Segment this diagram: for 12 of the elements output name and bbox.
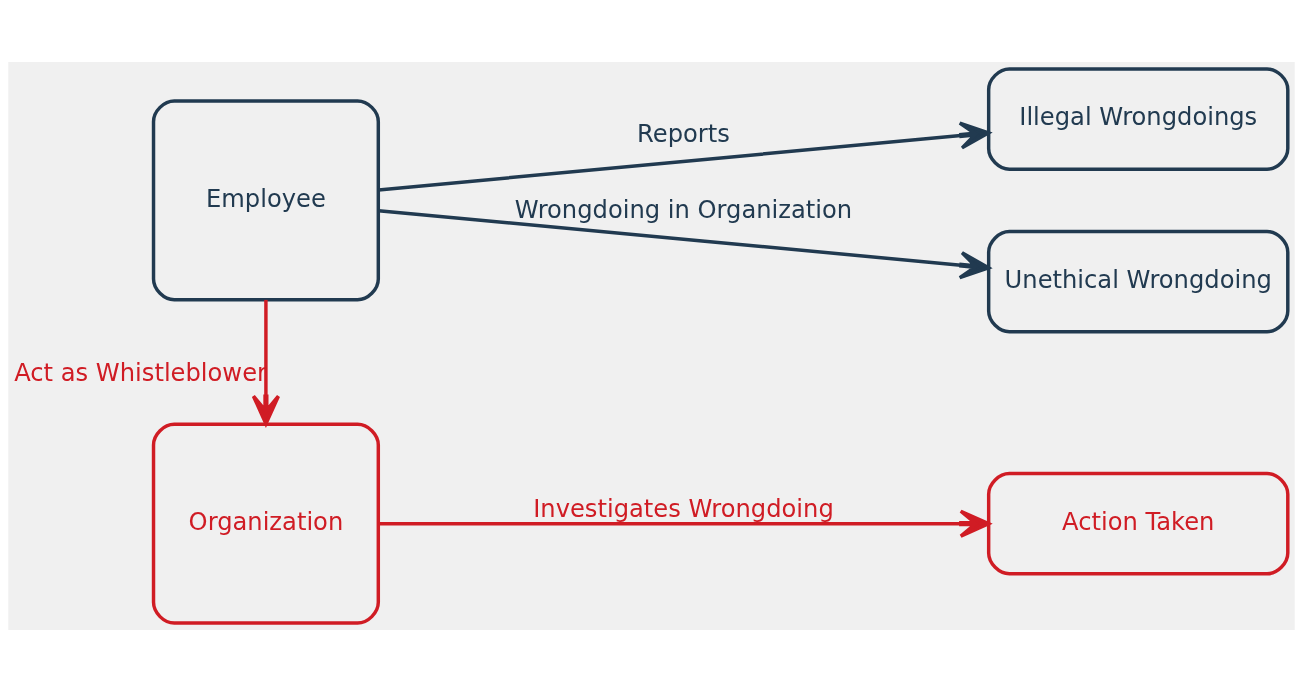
node-box: Action Taken xyxy=(986,471,1290,576)
edge-label: Reports xyxy=(637,119,730,148)
node-box: Unethical Wrongdoing xyxy=(986,229,1290,333)
arrow xyxy=(251,299,281,426)
arrow xyxy=(378,208,991,279)
edge-label: Wrongdoing in Organization xyxy=(514,195,853,224)
arrow xyxy=(378,120,991,192)
arrow xyxy=(378,508,991,538)
node-box: Employee xyxy=(151,98,381,301)
edge-label: Investigates Wrongdoing xyxy=(533,494,834,523)
node-box: Organization xyxy=(151,422,381,625)
node-box: Illegal Wrongdoings xyxy=(986,66,1290,171)
